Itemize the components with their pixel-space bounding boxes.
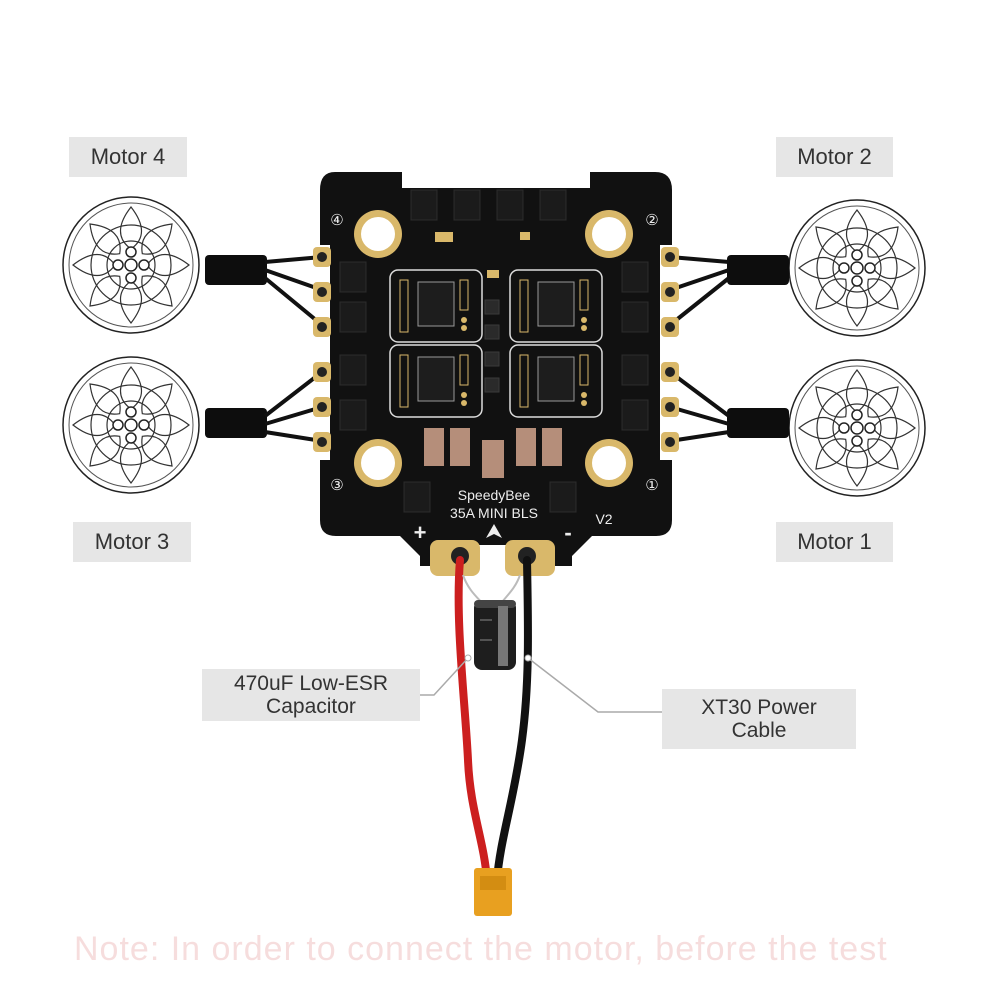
mount-hole [354,439,402,487]
motor-3-icon [62,356,200,494]
motor-1-label: Motor 1 [776,522,893,562]
motor-4-icon [62,196,200,334]
motor-4-label: Motor 4 [69,137,187,177]
corner-3: ③ [330,477,343,494]
footnote: Note: In order to connect the motor, bef… [74,930,888,968]
mount-hole [585,210,633,258]
motor-2-label: Motor 2 [776,137,893,177]
callout-lines [420,657,662,713]
board-version: V2 [595,511,612,527]
corner-1: ① [645,477,658,494]
motor-1-wires [668,370,789,443]
board-capacitors [424,428,562,478]
power-cable-label-line2: Cable [731,719,787,742]
power-cable-label: XT30 Power Cable [662,689,856,749]
board-brand: SpeedyBee [458,487,531,503]
capacitor-icon [474,600,516,670]
corner-4: ④ [330,212,343,229]
power-pads [430,540,555,576]
xt30-connector-icon [474,868,512,916]
mount-hole [354,210,402,258]
arrow-up-icon [486,524,502,538]
minus-marker: - [564,520,571,545]
board-model: 35A MINI BLS [450,505,538,521]
motor-1-icon [788,359,926,497]
motor-2-wires [668,255,789,327]
motor-2-icon [788,199,926,337]
mount-hole [585,439,633,487]
capacitor-label-line1: 470uF Low-ESR [233,671,389,695]
esc-board: SpeedyBee 35A MINI BLS V2 + - ④ ② ③ ① [313,172,679,576]
plus-marker: + [414,520,427,545]
power-cable-label-line1: XT30 Power [701,695,817,719]
motor-3-wires [205,370,324,443]
right-motor-pads [661,247,679,452]
capacitor-label-line2: Capacitor [266,695,356,718]
motor-3-label: Motor 3 [73,522,191,562]
corner-2: ② [645,212,658,229]
left-motor-pads [313,247,331,452]
motor-4-wires [205,255,324,327]
capacitor-label: 470uF Low-ESR Capacitor [202,669,420,721]
